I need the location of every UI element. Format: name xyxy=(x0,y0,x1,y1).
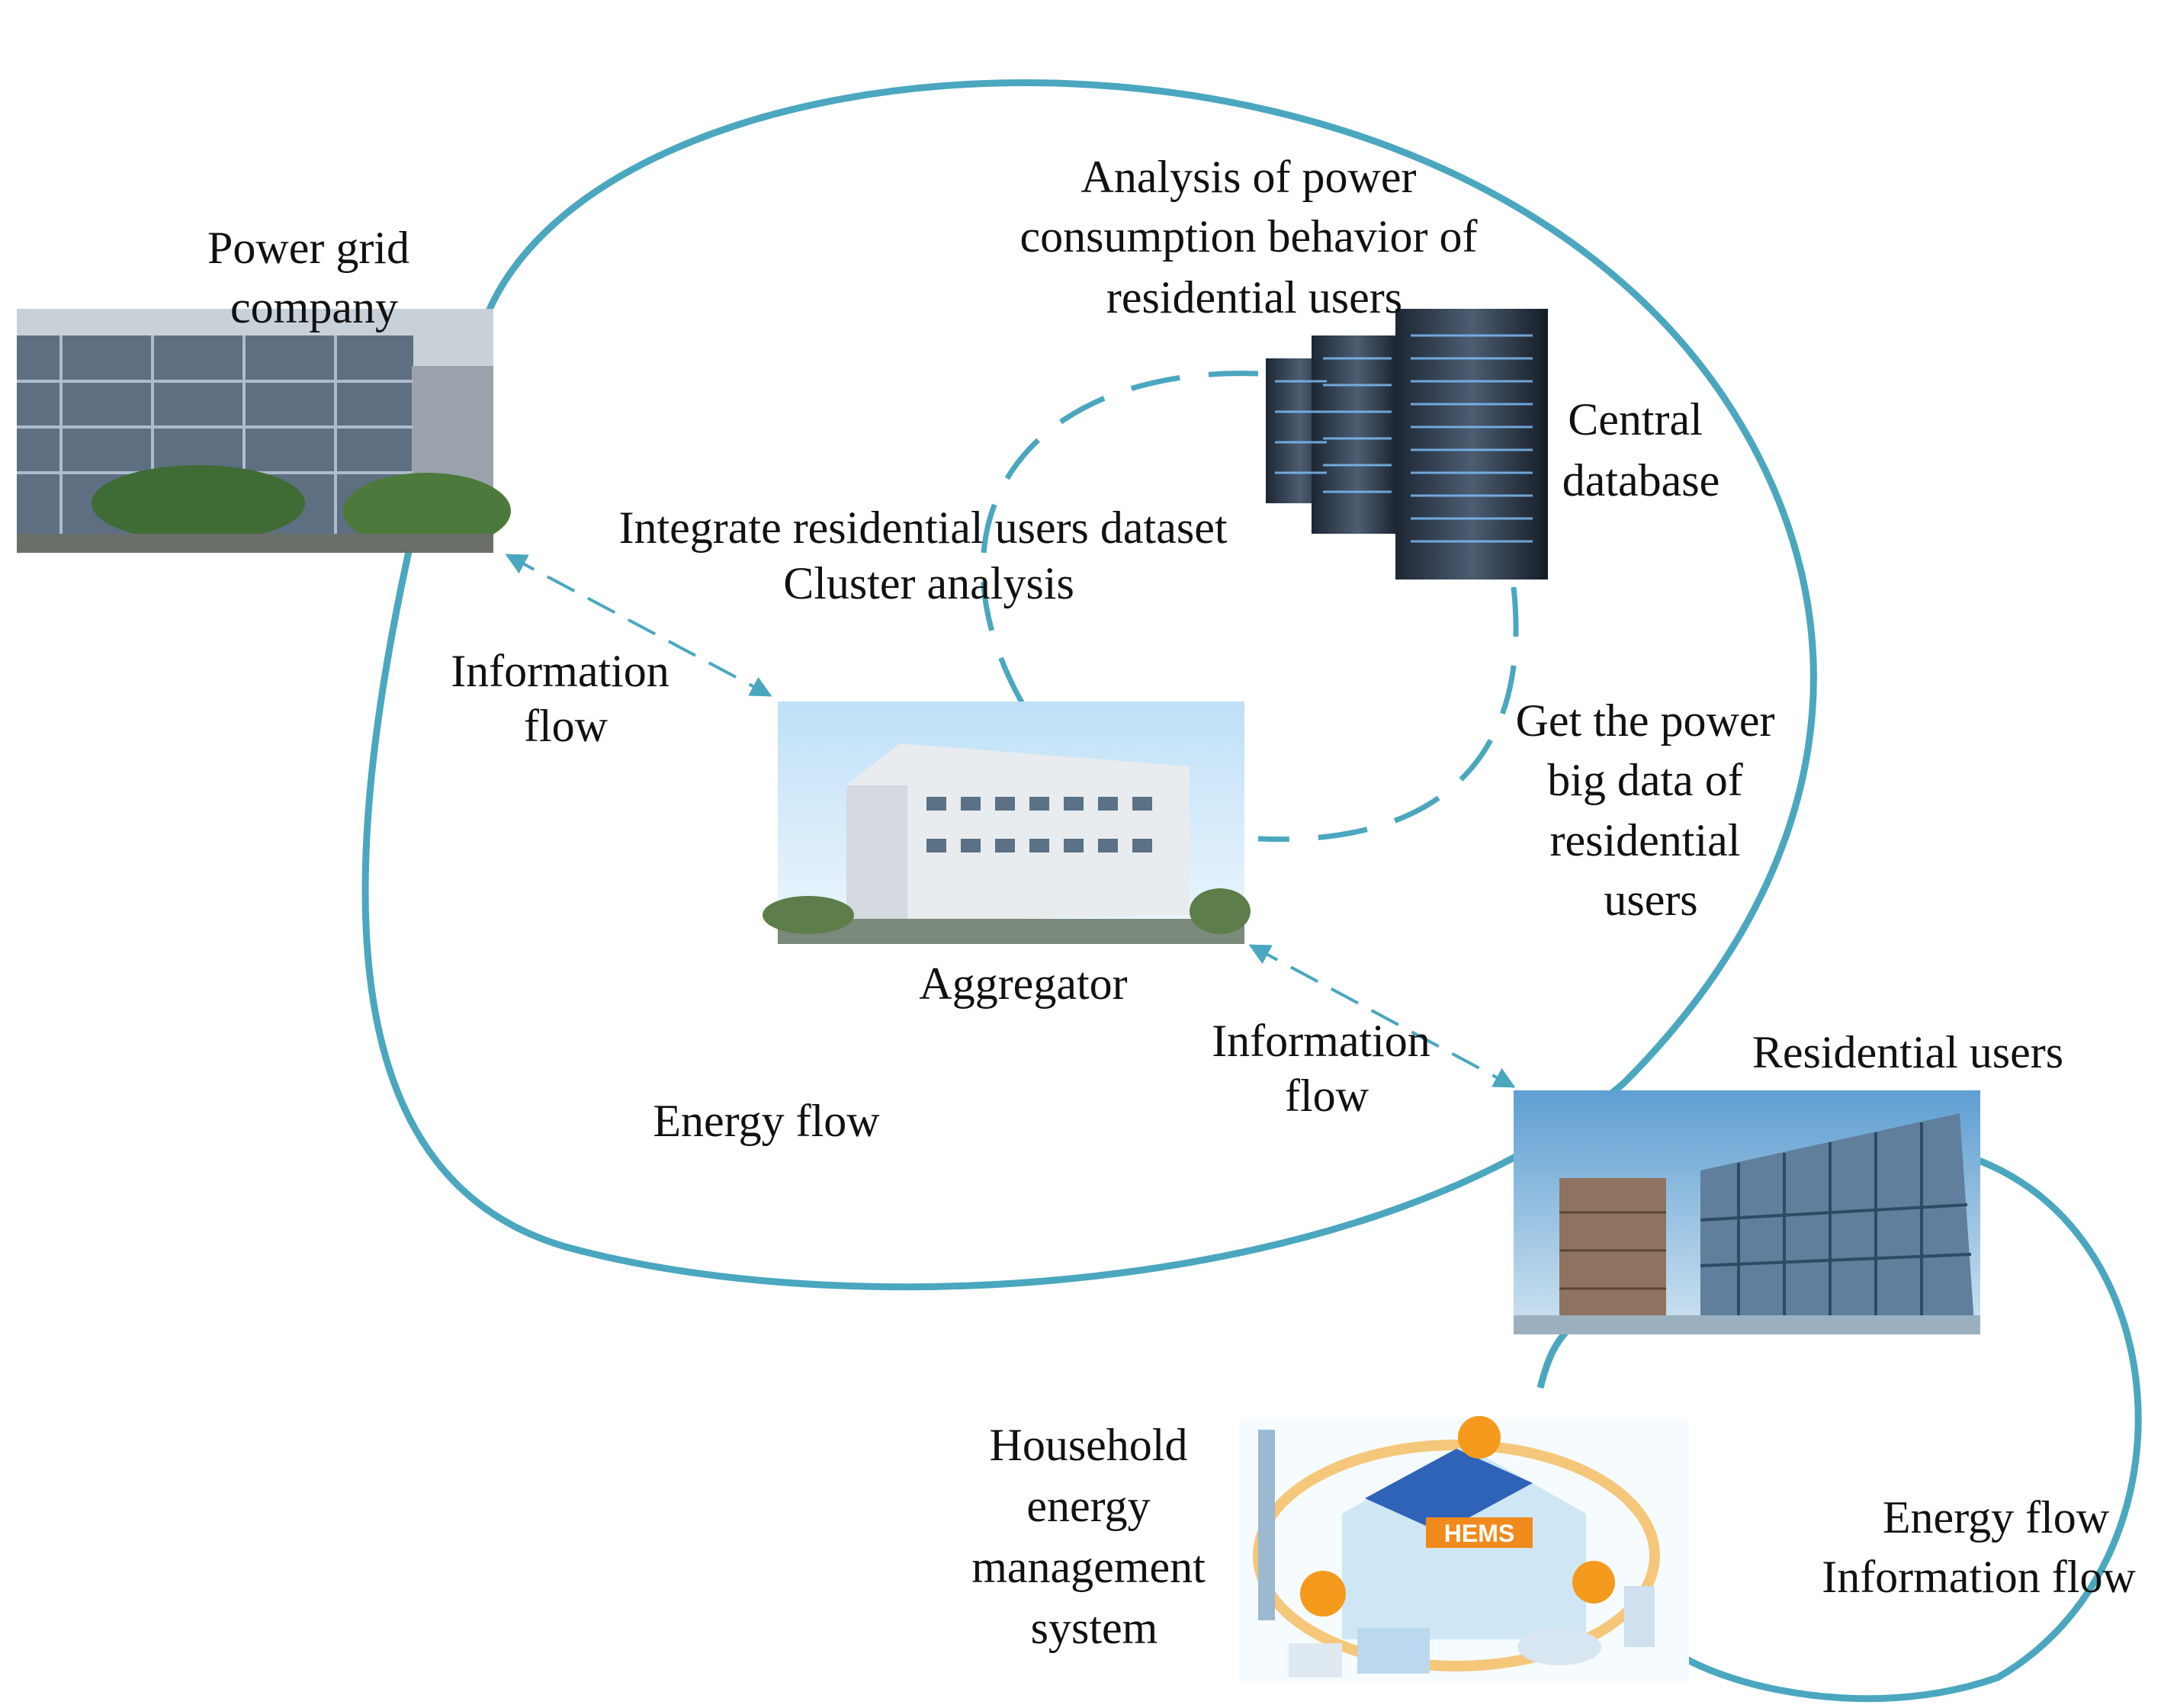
energy-flow-main-label: Energy flow xyxy=(653,1096,880,1146)
get-data-label: Get the power big data of residential us… xyxy=(1516,695,1787,925)
aggregator-building-photo xyxy=(763,702,1251,944)
residential-users-label: Residential users xyxy=(1752,1027,2063,1077)
info-flow-right-label: Information flow xyxy=(1212,1016,1442,1121)
info-flow-left-label: Information flow xyxy=(451,646,681,751)
info-flow-arrow-left xyxy=(505,554,772,697)
integrate-label: Integrate residential users dataset Clus… xyxy=(619,502,1239,608)
hems-house-illustration: HEMS xyxy=(1239,1416,1689,1681)
analysis-dashed-loop xyxy=(980,371,1519,843)
hems-connector xyxy=(1536,1324,1574,1389)
office-building-photo xyxy=(17,309,511,553)
labels: Power grid company Analysis of power con… xyxy=(207,152,2136,1653)
hems-loop xyxy=(1658,1155,2142,1703)
aggregator-label: Aggregator xyxy=(919,958,1127,1009)
central-database-label: Central database xyxy=(1562,394,1720,506)
power-grid-label: Power grid company xyxy=(207,223,421,332)
apartment-towers-photo xyxy=(1514,1090,1980,1334)
hems-label: Household energy management system xyxy=(971,1420,1217,1653)
flow-lines xyxy=(361,79,2142,1703)
info-flow-arrow-right xyxy=(1248,944,1516,1088)
energy-flow-main-loop xyxy=(361,79,1817,1291)
analysis-label: Analysis of power consumption behavior o… xyxy=(1020,152,1489,323)
server-rack-photo xyxy=(1266,309,1548,580)
hems-loop-label: Energy flow Information flow xyxy=(1822,1492,2136,1602)
hems-badge: HEMS xyxy=(1444,1520,1514,1547)
